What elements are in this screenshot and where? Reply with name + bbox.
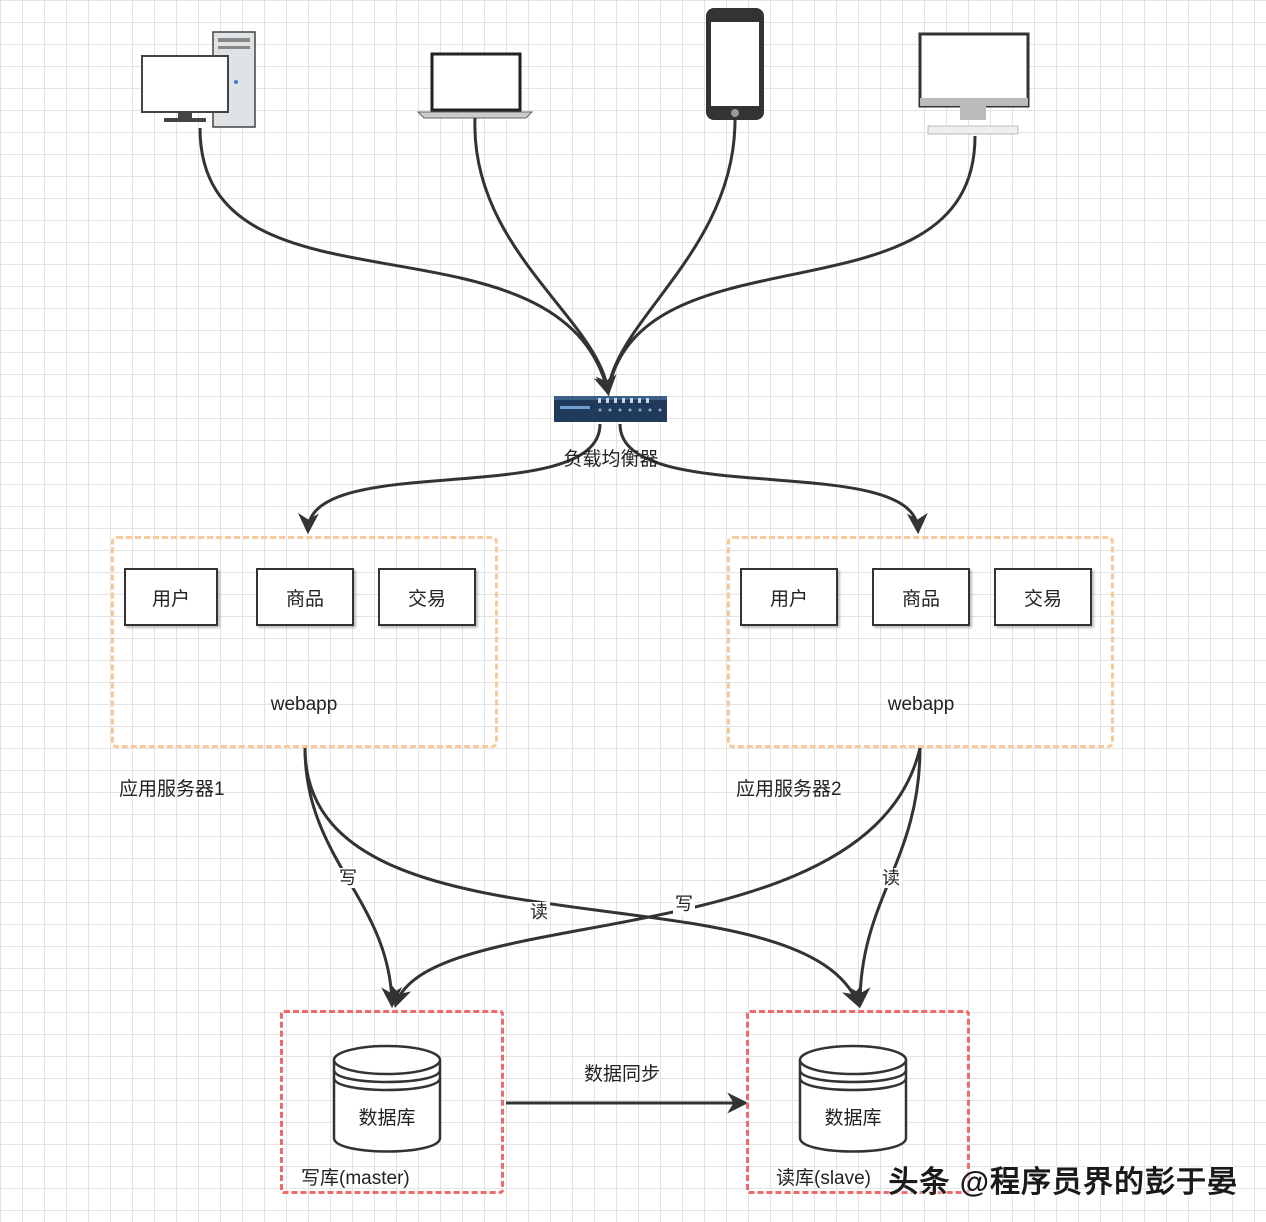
laptop-icon: [416, 52, 534, 119]
edge-desktop-lb: [198, 127, 615, 397]
edge-server2-master-write: [391, 747, 922, 1008]
edge-label-read2: 读: [880, 868, 902, 888]
slave-db-cylinder: [798, 1044, 908, 1153]
server2-module-trade: 交易: [994, 568, 1092, 626]
server1-caption: 应用服务器1: [119, 779, 225, 800]
slave-db-group: [746, 1010, 970, 1194]
server2-group: [727, 536, 1114, 748]
server1-module-product: 商品: [256, 568, 354, 626]
watermark: 头条 @程序员界的彭于晏: [888, 1166, 1238, 1199]
edge-label-sync: 数据同步: [583, 1064, 661, 1085]
server1-module-user: 用户: [124, 568, 218, 626]
load-balancer-label: 负载均衡器: [563, 449, 659, 470]
edge-phone-lb: [606, 119, 737, 393]
server2-app-label: webapp: [887, 694, 955, 715]
edge-label-write2: 写: [673, 894, 695, 914]
master-db-caption: 写库(master): [301, 1168, 410, 1189]
master-db-label: 数据库: [358, 1108, 416, 1129]
master-db-group: [280, 1010, 504, 1194]
desktop-tower-icon: [141, 31, 256, 128]
edge-lb-server2: [618, 423, 928, 535]
slave-db-caption: 读库(slave): [776, 1168, 872, 1189]
server2-caption: 应用服务器2: [736, 779, 842, 800]
server2-module-user: 用户: [740, 568, 838, 626]
server1-module-trade: 交易: [378, 568, 476, 626]
edge-lb-server1: [297, 423, 602, 535]
server1-group: [111, 536, 498, 748]
smartphone-icon: [706, 8, 764, 120]
edge-server1-slave-read: [303, 747, 862, 1008]
server2-module-product: 商品: [872, 568, 970, 626]
master-db-cylinder: [332, 1044, 442, 1153]
edge-laptop-lb: [473, 117, 617, 397]
monitor-icon: [918, 32, 1030, 135]
edge-label-read1: 读: [528, 902, 550, 922]
edge-label-write1: 写: [337, 868, 359, 888]
edge-monitor-lb: [606, 135, 977, 393]
slave-db-label: 数据库: [824, 1108, 882, 1129]
load-balancer-icon: [554, 396, 667, 422]
server1-app-label: webapp: [270, 694, 338, 715]
